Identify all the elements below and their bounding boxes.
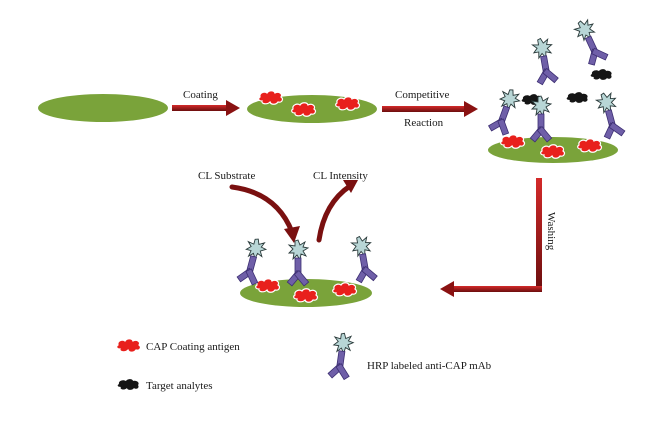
- final-antibody-1: [236, 236, 268, 286]
- cl-intensity-label: CL Intensity: [313, 170, 368, 182]
- competitive-label: Competitive: [395, 89, 450, 101]
- coating-label: Coating: [183, 89, 218, 101]
- competitive-arrow: [382, 101, 478, 117]
- legend-antigen-label: CAP Coating antigen: [146, 341, 240, 353]
- analyte-3: [566, 92, 588, 103]
- antigen-9: [332, 282, 358, 297]
- cl-intensity-arrow: [316, 180, 358, 243]
- antigen-5: [540, 144, 566, 159]
- antigen-8: [293, 288, 319, 303]
- cl-substrate-label: CL Substrate: [198, 170, 255, 182]
- bound-antibody-1: [487, 86, 523, 136]
- analyte-2: [590, 69, 612, 80]
- legend-antibody-icon: [328, 332, 355, 380]
- plate-empty: [38, 94, 168, 122]
- free-antibody-2: [571, 16, 610, 67]
- antigen-2: [291, 102, 317, 117]
- antigen-7: [255, 278, 281, 293]
- legend-antigen-icon: [116, 338, 142, 353]
- legend-antibody-label: HRP labeled anti-CAP mAb: [367, 360, 492, 372]
- bound-antibody-2: [530, 96, 551, 142]
- legend-analyte-label: Target analytes: [146, 380, 213, 392]
- coating-arrow: [172, 100, 240, 116]
- antigen-4: [500, 134, 526, 149]
- antigen-1: [258, 90, 284, 105]
- free-antibody-1: [530, 37, 559, 86]
- antigen-3: [335, 96, 361, 111]
- bound-antibody-3: [593, 90, 625, 140]
- reaction-label: Reaction: [404, 117, 444, 129]
- cl-substrate-arrow: [229, 184, 300, 243]
- final-antibody-2: [287, 240, 308, 286]
- washing-arrow: [440, 178, 542, 297]
- washing-label: Washing: [545, 212, 557, 251]
- final-antibody-3: [349, 235, 378, 284]
- legend-analyte-icon: [117, 379, 139, 390]
- antigen-6: [577, 138, 603, 153]
